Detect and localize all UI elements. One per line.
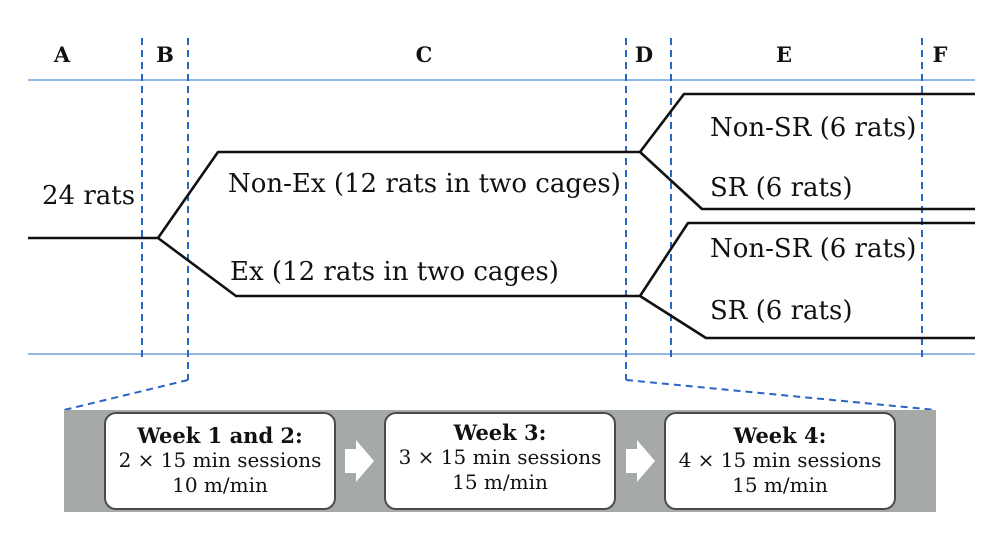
phase-label-b: B <box>156 42 174 67</box>
phase-label-d: D <box>634 42 654 67</box>
non-ex-group-label: Non-Ex (12 rats in two cages) <box>228 169 621 199</box>
arrow-icon <box>626 440 655 482</box>
week-title: Week 1 and 2: <box>137 423 303 448</box>
ex-sr-label: SR (6 rats) <box>710 296 853 326</box>
ex-non-sr-branch <box>638 221 975 297</box>
phase-dividers <box>141 38 923 380</box>
week-title: Week 4: <box>733 423 827 448</box>
arrow-icon <box>345 440 374 482</box>
schedule-arrows <box>345 440 655 482</box>
phase-label-e: E <box>775 42 793 67</box>
non-ex-sr-label: SR (6 rats) <box>710 173 853 203</box>
week-speed: 15 m/min <box>732 473 828 497</box>
start-label: 24 rats <box>42 181 136 211</box>
non-ex-non-sr-label: Non-SR (6 rats) <box>710 113 917 143</box>
ex-non-sr-label: Non-SR (6 rats) <box>710 234 917 264</box>
ex-sr-branch <box>639 294 975 340</box>
phase-label-c: C <box>415 42 433 67</box>
non-ex-branch <box>156 150 640 239</box>
phase-label-a: A <box>53 42 71 67</box>
ex-branch <box>157 236 640 298</box>
ex-group-label: Ex (12 rats in two cages) <box>230 257 559 287</box>
group-branches <box>28 92 975 340</box>
phase-label-f: F <box>932 42 948 67</box>
week-speed: 10 m/min <box>172 473 268 497</box>
non-ex-non-sr-branch <box>638 92 975 153</box>
week-sessions: 2 × 15 min sessions <box>118 448 322 472</box>
zoom-connectors <box>63 379 937 411</box>
week-1-2-box: Week 1 and 2: 2 × 15 min sessions 10 m/m… <box>104 412 336 510</box>
non-ex-sr-branch <box>639 151 975 211</box>
week-4-box: Week 4: 4 × 15 min sessions 15 m/min <box>664 412 896 510</box>
week-sessions: 4 × 15 min sessions <box>678 448 882 472</box>
week-speed: 15 m/min <box>452 470 548 494</box>
week-3-box: Week 3: 3 × 15 min sessions 15 m/min <box>384 412 616 510</box>
week-title: Week 3: <box>453 420 547 445</box>
week-sessions: 3 × 15 min sessions <box>398 445 602 469</box>
